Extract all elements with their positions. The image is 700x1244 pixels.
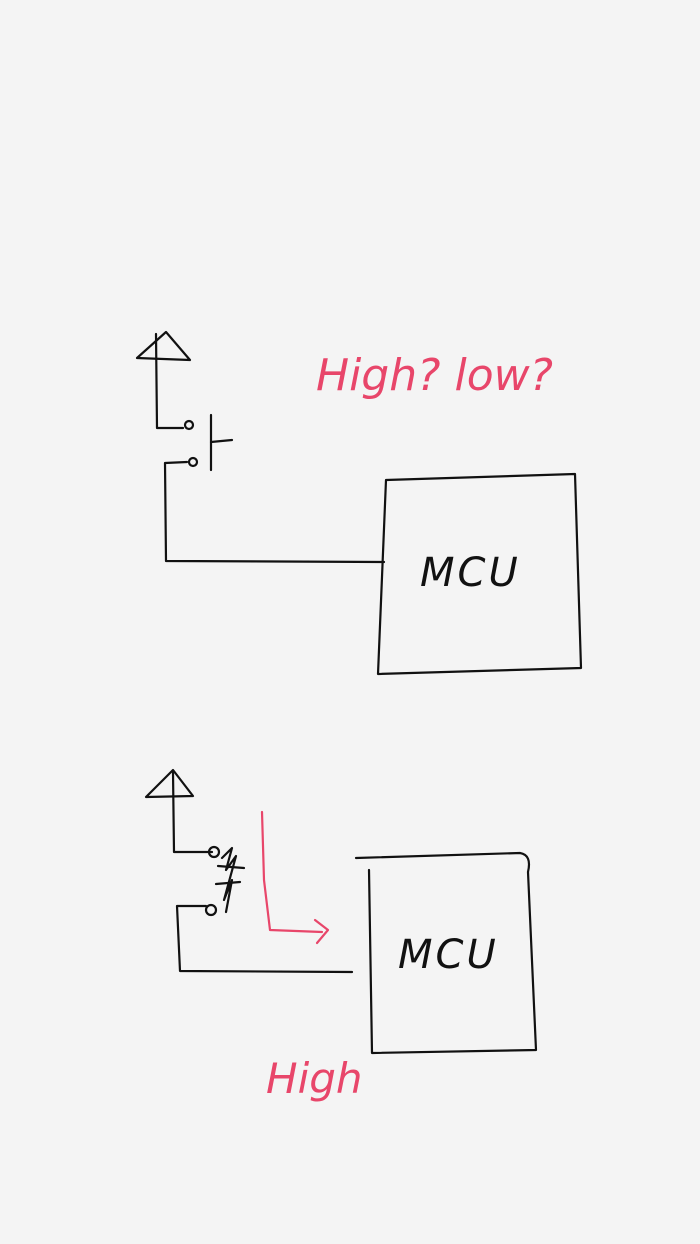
push-button-switch [183, 413, 234, 472]
mcu-box: MCU [354, 851, 538, 1055]
wire-to-mcu [175, 904, 354, 974]
vcc-arrow-symbol [144, 768, 214, 854]
mcu-label: MCU [420, 550, 521, 596]
question-annotation: High? low? [316, 350, 553, 401]
mcu-label: MCU [398, 932, 499, 978]
circuit-diagram-bottom: MCU High [144, 768, 538, 1103]
current-flow-arrow [260, 810, 330, 945]
state-annotation: High [266, 1054, 363, 1103]
vcc-arrow-symbol [135, 330, 192, 430]
circuit-diagram-top: MCU High? low? [135, 330, 583, 676]
mcu-box: MCU [376, 472, 583, 676]
pressed-switch [204, 845, 246, 917]
wire-to-mcu [163, 460, 386, 564]
